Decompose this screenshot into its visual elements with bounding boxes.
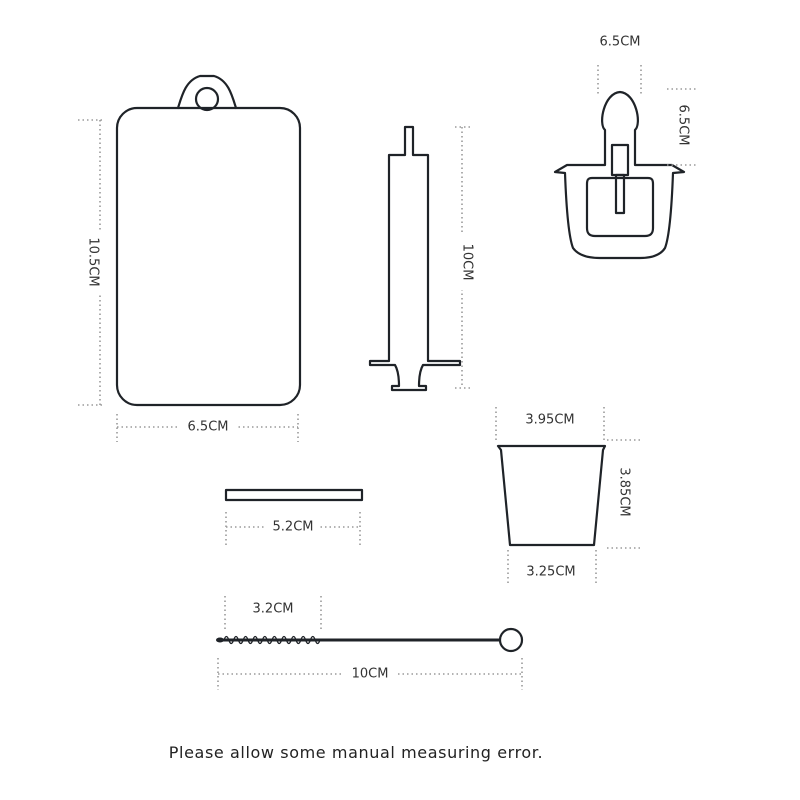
clamp-height-label: 6.5CM bbox=[676, 105, 691, 146]
brush-length-label: 10CM bbox=[352, 667, 389, 682]
strip: 5.2CM bbox=[224, 488, 364, 545]
clamp: 6.5CM 6.5CM bbox=[553, 35, 698, 260]
cup-bottom-label: 3.25CM bbox=[526, 565, 575, 580]
strip-width-label: 5.2CM bbox=[273, 520, 314, 535]
clamp-width-label: 6.5CM bbox=[600, 35, 641, 50]
bag-body bbox=[115, 106, 302, 407]
bag-hang-hole bbox=[194, 86, 220, 112]
measuring-cup: 3.95CM 3.85CM 3.25CM bbox=[495, 407, 640, 586]
brush-bristle-label: 3.2CM bbox=[253, 602, 294, 617]
cup-top-label: 3.95CM bbox=[525, 413, 574, 428]
bag-height-label: 10.5CM bbox=[86, 237, 101, 286]
cleaning-brush: 3.2CM 10CM bbox=[216, 596, 524, 690]
syringe-height-label: 10CM bbox=[460, 244, 475, 281]
bag-hanger-tab bbox=[176, 74, 238, 110]
bag: 10.5CM 6.5CM bbox=[78, 74, 302, 442]
cup-height-label: 3.85CM bbox=[617, 467, 632, 516]
bag-width-label: 6.5CM bbox=[188, 420, 229, 435]
syringe: 10CM bbox=[368, 125, 475, 392]
measuring-error-note: Please allow some manual measuring error… bbox=[169, 743, 543, 762]
